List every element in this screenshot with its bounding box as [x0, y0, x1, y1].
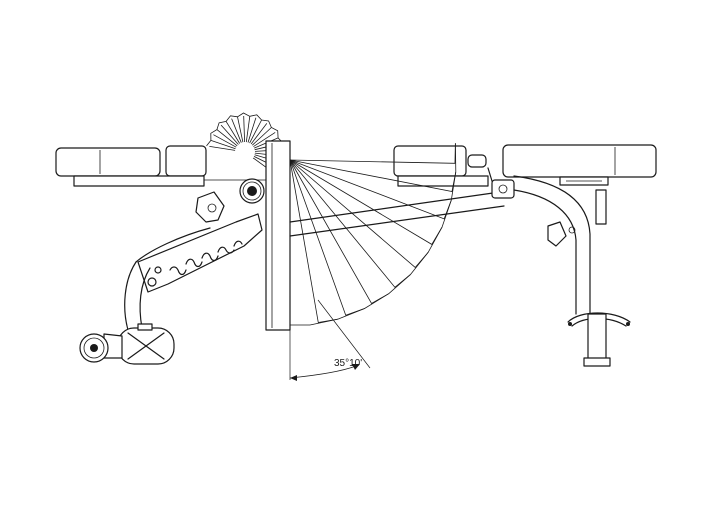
gear-tooth — [250, 123, 268, 145]
adjustment-gear — [206, 112, 285, 174]
sweep-outer-edge — [309, 143, 457, 326]
gear-tooth — [210, 140, 236, 150]
pivot-hub — [239, 178, 265, 204]
seat-pad — [55, 145, 272, 187]
gear-tooth — [213, 134, 237, 148]
gear-tooth — [237, 116, 244, 143]
sweep-position-line — [289, 160, 310, 326]
main-frame-rail — [289, 167, 515, 237]
gear-tooth — [247, 117, 257, 143]
gear-tooth — [231, 118, 242, 143]
angle-dimension: 35°10' — [289, 296, 371, 381]
rear-foot — [567, 312, 631, 367]
sweep-position-line — [289, 159, 411, 288]
front-wheel-foot — [79, 323, 175, 365]
angle-dimension-label: 35°10' — [334, 358, 362, 369]
front-frame-leg — [124, 227, 211, 331]
adjustment-ladder-bracket — [137, 191, 263, 293]
gear-tooth — [249, 119, 262, 144]
gear-tooth — [245, 116, 251, 143]
gear-tooth — [243, 115, 245, 143]
backrest-upright-position — [265, 140, 291, 331]
gear-tooth — [253, 132, 276, 147]
gear-tooth — [209, 146, 236, 151]
gear-tooth — [216, 129, 238, 147]
rear-frame-leg — [513, 175, 607, 315]
gear-tooth — [252, 127, 272, 146]
gear-tooth — [225, 121, 241, 144]
backrest-angle-sweep — [289, 143, 457, 326]
gear-tooth — [220, 124, 239, 145]
sweep-position-line — [289, 159, 365, 316]
back-pad — [393, 144, 657, 187]
